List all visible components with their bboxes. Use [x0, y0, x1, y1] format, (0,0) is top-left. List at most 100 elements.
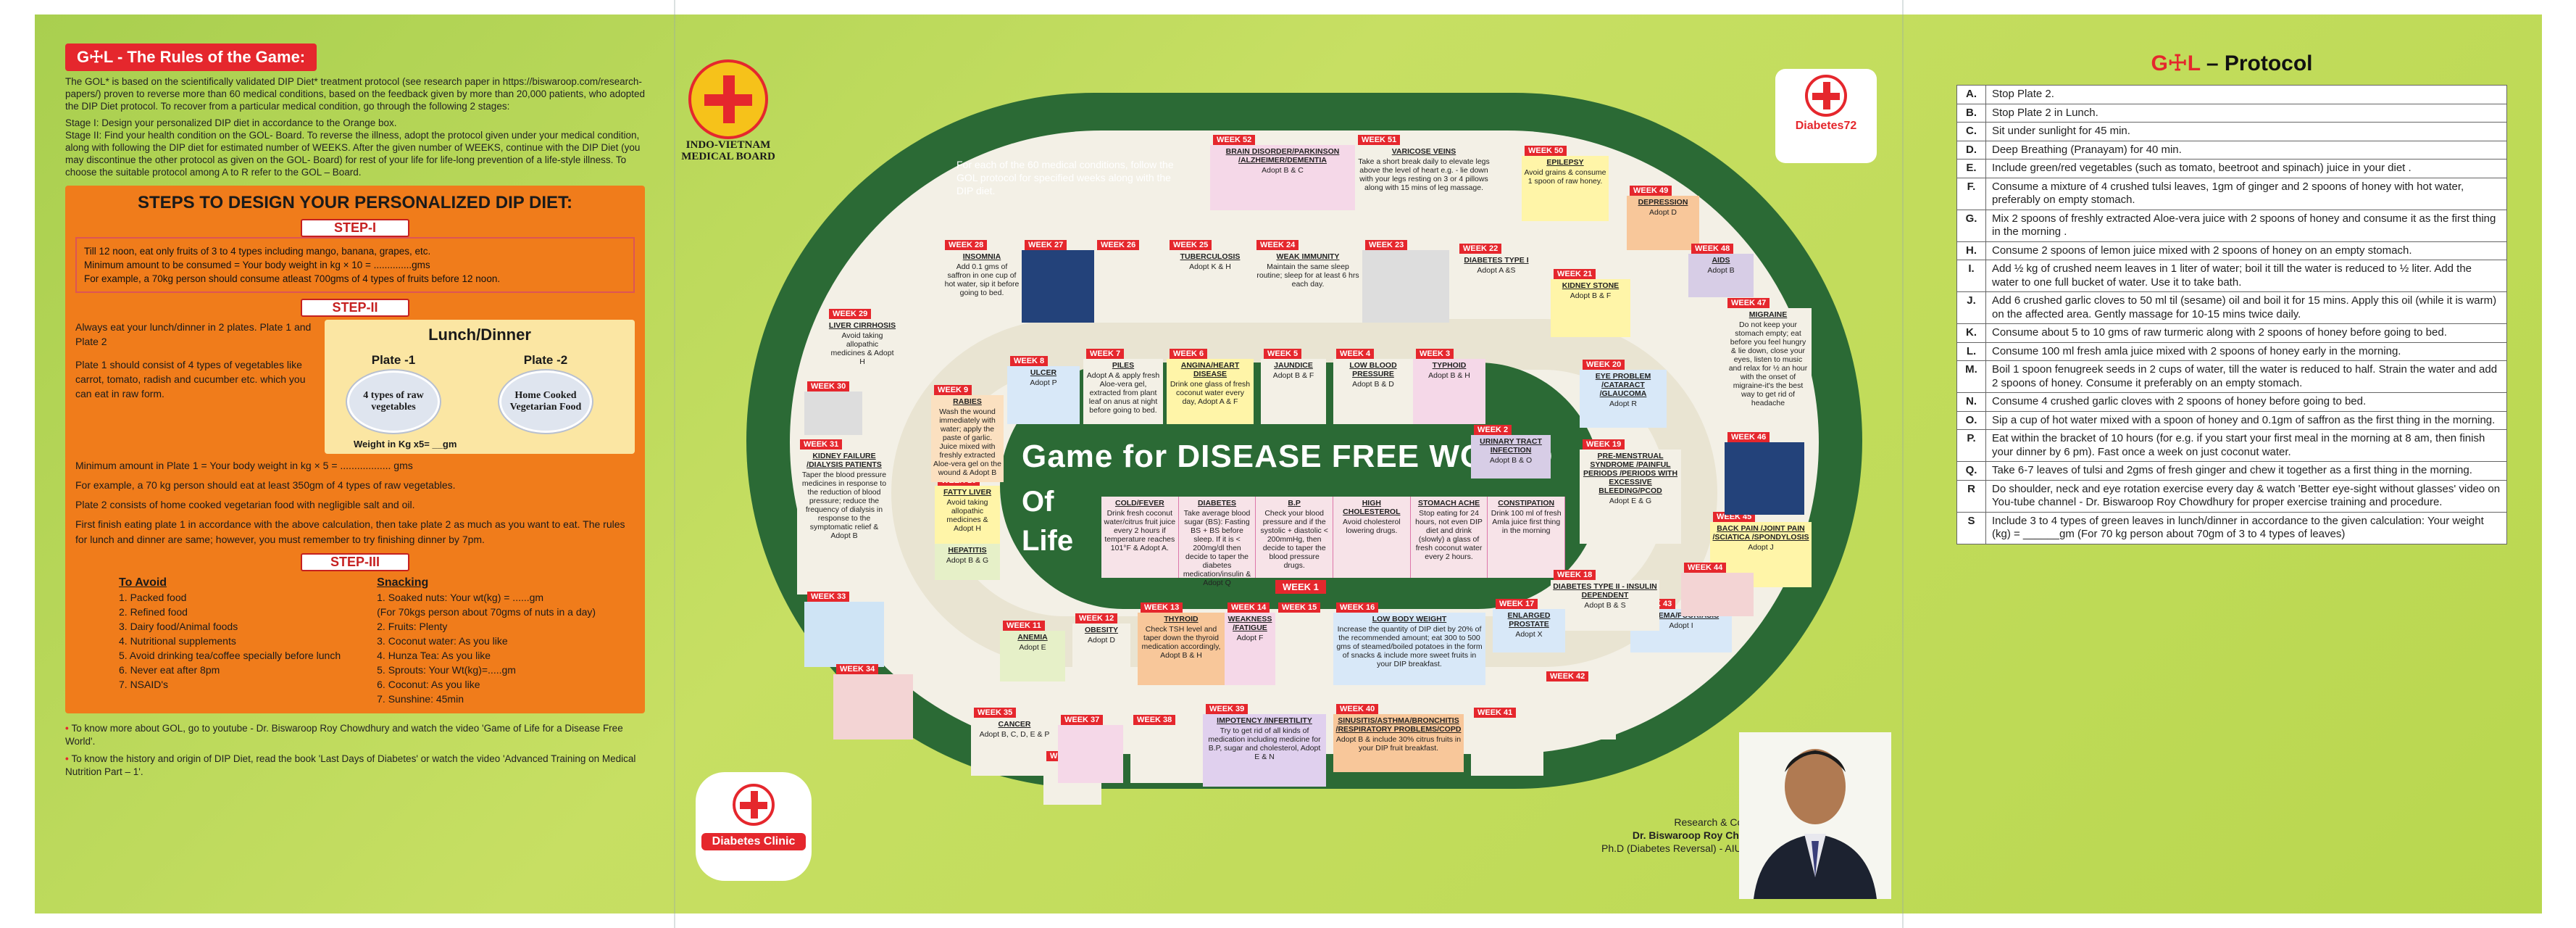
protocol-text: Sip a cup of hot water mixed with a spoo…: [1985, 410, 2507, 430]
indo-vietnam-label: INDO-VIETNAM MEDICAL BOARD: [681, 139, 775, 162]
snack-list: Snacking 1. Soaked nuts: Your wt(kg) = .…: [377, 576, 596, 706]
doctor-portrait: [1739, 732, 1891, 899]
diabetes-clinic-logo: Diabetes Clinic: [696, 772, 812, 881]
protocol-row: C.Sit under sunlight for 45 min.: [1956, 122, 2507, 141]
protocol-key: C.: [1956, 122, 1986, 141]
protocol-row: G.Mix 2 spoons of freshly extracted Aloe…: [1956, 209, 2507, 242]
protocol-key: H.: [1956, 241, 1986, 260]
step-1-body: Till 12 noon, eat only fruits of 3 to 4 …: [75, 237, 635, 293]
steps-heading: STEPS TO DESIGN YOUR PERSONALIZED DIP DI…: [137, 193, 573, 212]
protocol-row: I.Add ½ kg of crushed neem leaves in 1 l…: [1956, 260, 2507, 292]
protocol-row: F.Consume a mixture of 4 crushed tulsi l…: [1956, 177, 2507, 210]
week-label: WEEK 4: [1336, 349, 1375, 359]
board-intro: For each of the 60 medical conditions, f…: [956, 159, 1174, 196]
protocol-key: G.: [1956, 209, 1986, 242]
snack-item: 4. Hunza Tea: As you like: [377, 650, 491, 661]
protocol-text: Consume 100 ml fresh amla juice mixed wi…: [1985, 341, 2507, 361]
rules-intro: The GOL* is based on the scientifically …: [65, 76, 646, 112]
weight-formula: Weight in Kg x5= __gm: [354, 439, 457, 450]
protocol-text: Consume a mixture of 4 crushed tulsi lea…: [1985, 177, 2507, 210]
board-cell-w34: [833, 674, 913, 740]
week-label: WEEK 44: [1684, 563, 1727, 573]
snack-item: 7. Sunshine: 45min: [377, 693, 464, 705]
protocol-key: A.: [1956, 85, 1986, 104]
protocol-row: H.Consume 2 spoons of lemon juice mixed …: [1956, 241, 2507, 260]
week-label: WEEK 42: [1546, 671, 1589, 682]
week-label: WEEK 47: [1727, 298, 1770, 308]
protocol-key: D.: [1956, 140, 1986, 160]
protocol-key: I.: [1956, 260, 1986, 292]
protocol-row: K.Consume about 5 to 10 gms of raw turme…: [1956, 323, 2507, 343]
week-label: WEEK 49: [1630, 186, 1672, 196]
week-label: WEEK 40: [1336, 704, 1379, 714]
board-cell-w23: [1362, 250, 1449, 323]
step-2-para: For example, a 70 kg person should eat a…: [75, 479, 456, 491]
plate-2-title: Plate -2: [523, 353, 568, 367]
protocol-text: Take 6-7 leaves of tulsi and 2gms of fre…: [1985, 461, 2507, 481]
week-label: WEEK 14: [1227, 602, 1270, 613]
board-cell-w38: [1130, 725, 1203, 783]
week-label: WEEK 37: [1061, 715, 1104, 725]
lunch-dinner-box: Lunch/Dinner Plate -1 4 types of raw veg…: [325, 320, 635, 454]
protocol-key: M.: [1956, 360, 1986, 393]
steps-box: STEPS TO DESIGN YOUR PERSONALIZED DIP DI…: [65, 186, 645, 713]
step-1-line: For example, a 70kg person should consum…: [84, 273, 501, 284]
snack-item: 1. Soaked nuts: Your wt(kg) = ......gm: [377, 592, 544, 603]
diabetes-clinic-label: Diabetes Clinic: [701, 833, 806, 850]
board-cell-w40: SINUSITIS/ASTHMA/BRONCHITIS /RESPIRATORY…: [1333, 714, 1464, 772]
week-label: WEEK 50: [1525, 146, 1567, 156]
week-label: WEEK 20: [1583, 360, 1625, 370]
week-label: WEEK 6: [1170, 349, 1208, 359]
avoid-item: 4. Nutritional supplements: [119, 635, 236, 647]
snack-item: (For 70kgs person about 70gms of nuts in…: [377, 606, 596, 618]
protocol-key: P.: [1956, 429, 1986, 462]
protocol-text: Boil 1 spoon fenugreek seeds in 2 cups o…: [1985, 360, 2507, 393]
board-cell-w26: [1094, 250, 1167, 323]
fold-line: [1902, 0, 1904, 928]
stage-2: Stage II: Find your health condition on …: [65, 130, 641, 178]
snack-item: 6. Coconut: As you like: [377, 679, 480, 690]
week-label: WEEK 21: [1554, 269, 1596, 279]
protocol-row: O.Sip a cup of hot water mixed with a sp…: [1956, 410, 2507, 430]
plate-2-text: Home Cooked Vegetarian Food: [499, 370, 592, 433]
week-label: WEEK 19: [1583, 439, 1625, 450]
protocol-key: S: [1956, 511, 1986, 544]
week-label: WEEK 30: [807, 381, 850, 392]
protocol-row: B.Stop Plate 2 in Lunch.: [1956, 103, 2507, 123]
week-label: WEEK 8: [1010, 356, 1049, 366]
protocol-row: M.Boil 1 spoon fenugreek seeds in 2 cups…: [1956, 360, 2507, 393]
week-label: WEEK 52: [1213, 135, 1256, 145]
plate-1-title: Plate -1: [371, 353, 416, 367]
board-cell-w19: PRE-MENSTRUAL SYNDROME /PAINFUL PERIODS …: [1580, 450, 1681, 544]
week-label: WEEK 18: [1554, 570, 1596, 580]
protocol-row: E.Include green/red vegetables (such as …: [1956, 159, 2507, 178]
protocol-key: L.: [1956, 341, 1986, 361]
board-cell-w30: [804, 392, 862, 435]
protocol-text: Stop Plate 2.: [1985, 85, 2507, 104]
avoid-item: 7. NSAID's: [119, 679, 169, 690]
week-label: WEEK 12: [1075, 613, 1118, 624]
board-cell-w33: [804, 602, 884, 667]
protocol-text: Consume 4 crushed garlic cloves with 2 s…: [1985, 392, 2507, 412]
medical-cross-icon: [688, 59, 768, 139]
protocol-text: Add ½ kg of crushed neem leaves in 1 lit…: [1985, 260, 2507, 292]
protocol-text: Include 3 to 4 types of green leaves in …: [1985, 511, 2507, 544]
board-cell-w42: [1543, 682, 1616, 740]
